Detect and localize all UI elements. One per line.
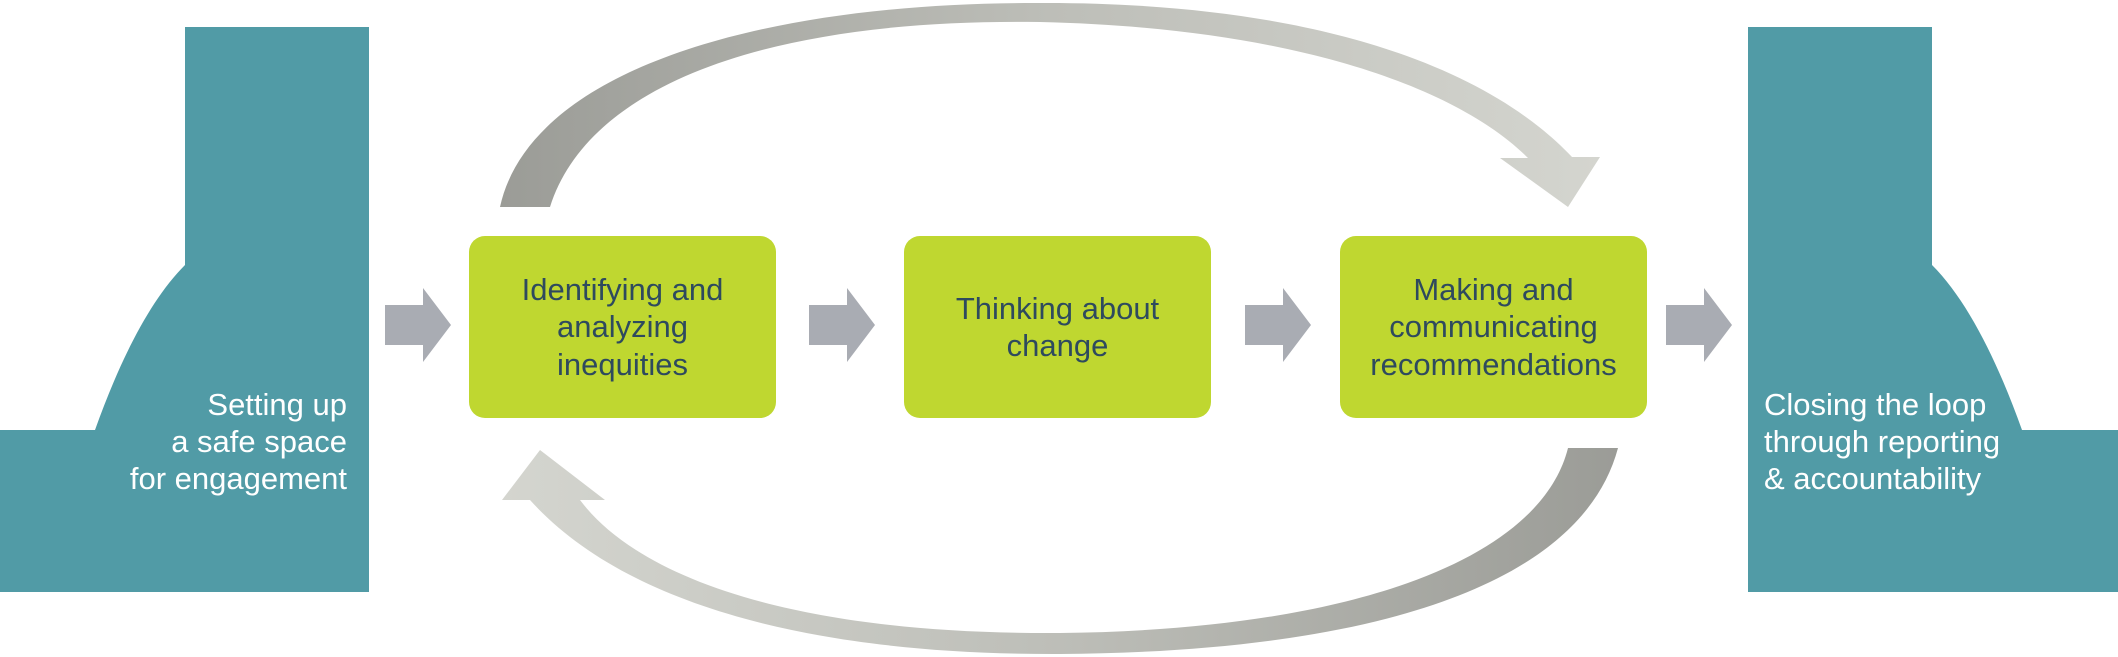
step-arrow-icon-3 (1245, 288, 1311, 362)
step-label-line: change (1006, 328, 1109, 363)
step-label-line: communicating (1389, 309, 1598, 345)
right-pillar-label-line: through reporting (1764, 424, 2001, 460)
step-box-3 (1340, 236, 1647, 418)
step-label-3: Making and communicating recommendations (1340, 236, 1647, 418)
right-pillar (1748, 27, 2118, 592)
top-loop-arrow-icon (500, 2, 1600, 207)
step-label-2: Thinking about change (904, 236, 1211, 418)
step-box-1 (469, 236, 776, 418)
bottom-loop-arrow-icon (502, 448, 1618, 655)
right-pillar-label-line: & accountability (1764, 461, 1982, 497)
left-pillar-label-line: a safe space (171, 424, 347, 460)
step-arrow-icon-2 (809, 288, 875, 362)
step-label-line: analyzing (557, 309, 688, 345)
step-label-1: Identifying and analyzing inequities (469, 236, 776, 418)
step-label-line: recommendations (1370, 346, 1617, 382)
step-label-line: inequities (557, 346, 688, 382)
left-pillar-label-line: Setting up (207, 387, 347, 422)
step-arrow-icon-1 (385, 288, 451, 362)
step-label-line: Making and (1413, 272, 1574, 308)
step-box-2 (904, 236, 1211, 418)
left-pillar (0, 27, 369, 592)
step-label-line: Thinking about (955, 290, 1160, 326)
right-pillar-label-line: Closing the loop (1764, 387, 1987, 422)
left-pillar-label: Setting up a safe space for engagement (60, 386, 347, 498)
right-pillar-label: Closing the loop through reporting & acc… (1764, 386, 2084, 498)
left-pillar-label-line: for engagement (129, 461, 347, 497)
step-arrow-icon-4 (1666, 288, 1732, 362)
step-label-line: Identifying and (521, 272, 724, 308)
